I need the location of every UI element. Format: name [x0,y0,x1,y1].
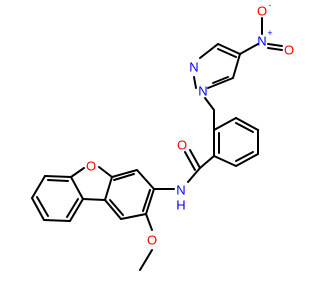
molecule-diagram: O N H O O N N N + O - O [31,0,294,271]
furan-oxygen-label: O [86,159,96,174]
left-benzene-ring [31,175,84,222]
methoxy-group [139,213,153,271]
nitro-nitrogen-label: N [257,34,266,49]
nitro-nitrogen-charge: + [267,28,272,38]
right-benzene-ring [104,169,155,220]
pyrazole-n1-label: N [198,84,207,99]
furan-ring [70,166,113,201]
carbonyl-oxygen-label: O [177,138,187,153]
nitro-oxygen-single-label: O [257,4,267,19]
pyrazole-ring [193,43,241,89]
pyrazole-n2-label: N [189,60,198,75]
nitro-group [239,17,283,55]
methoxy-oxygen-label: O [147,233,157,248]
methylene-linker [204,97,215,131]
benzoyl-ring [213,117,259,167]
amide-hydrogen-label: H [176,198,185,213]
nitro-oxygen-double-label: O [284,43,294,58]
nitro-oxygen-charge: - [269,0,272,10]
amide-linkage [153,149,215,190]
atom-labels: O N H O O N N N + O - O [86,0,294,248]
amide-nitrogen-label: N [176,183,185,198]
molecule-structure: O N H O O N N N + O - O [31,0,294,271]
